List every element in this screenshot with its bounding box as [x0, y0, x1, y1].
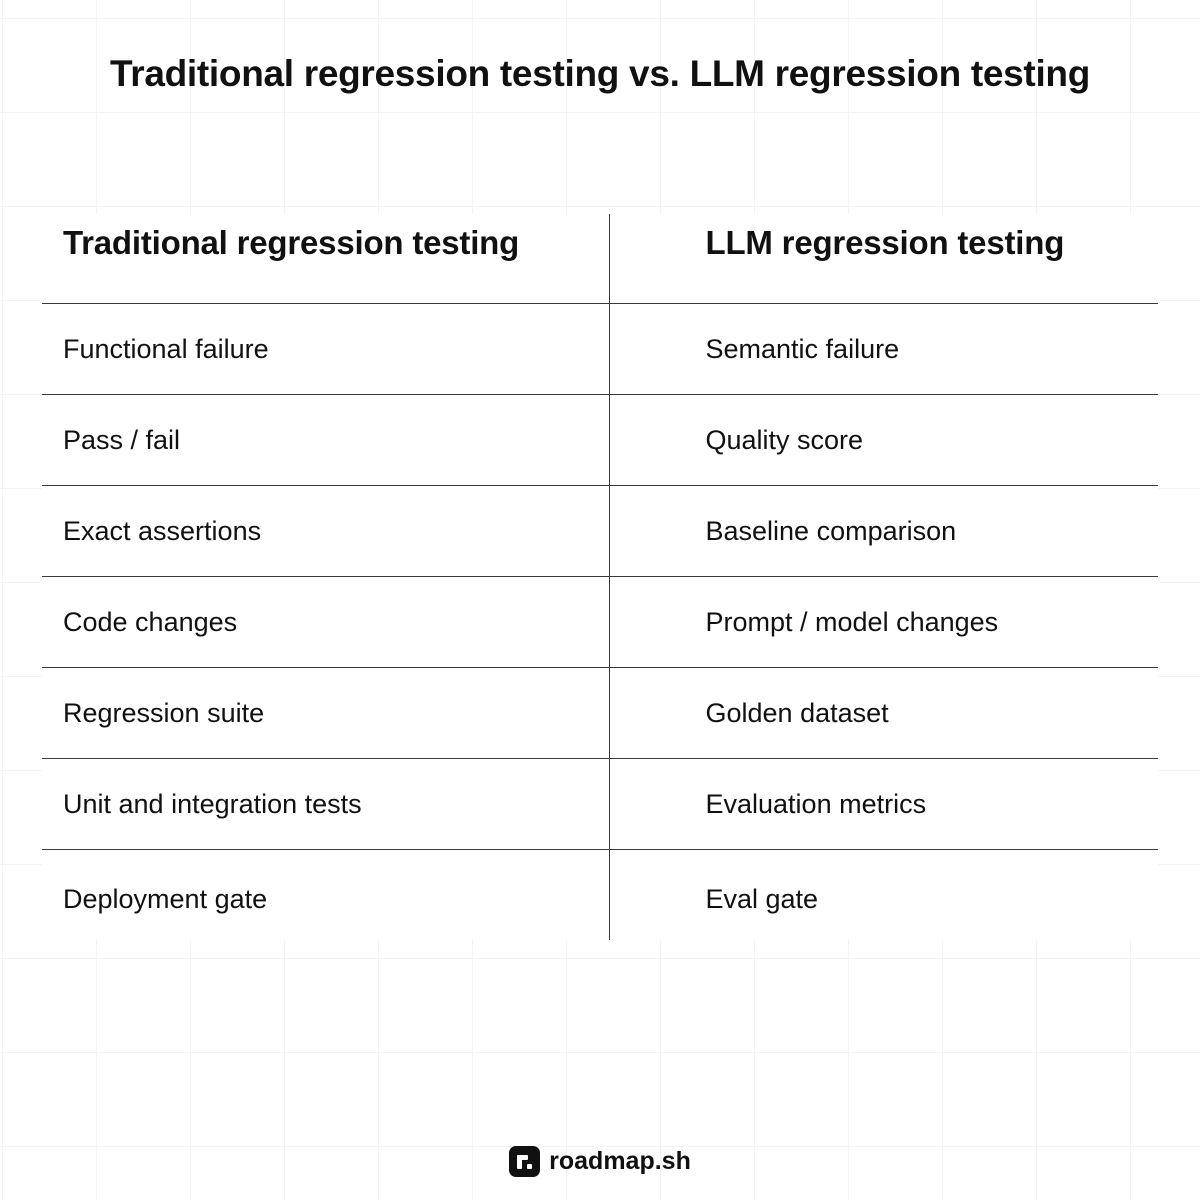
traditional-cell: Deployment gate: [42, 849, 610, 940]
llm-cell: Eval gate: [609, 849, 1158, 940]
llm-cell: Quality score: [609, 394, 1158, 486]
llm-cell: Baseline comparison: [609, 485, 1158, 577]
llm-cell: Semantic failure: [705, 333, 900, 364]
table-row: Unit and integration tests Evaluation me…: [42, 758, 1158, 850]
table-row: Pass / fail Quality score: [42, 394, 1158, 486]
column-header-llm: LLM regression testing: [609, 214, 1158, 304]
traditional-cell: Unit and integration tests: [42, 758, 610, 850]
table-header-row: Traditional regression testing LLM regre…: [42, 214, 1158, 304]
llm-cell: Golden dataset: [609, 667, 1158, 759]
comparison-table: Traditional regression testing LLM regre…: [42, 214, 1158, 940]
llm-cell: Evaluation metrics: [609, 758, 1158, 850]
llm-cell: Prompt / model changes: [609, 576, 1158, 668]
roadmap-logo-icon: [509, 1146, 541, 1177]
traditional-cell: Regression suite: [42, 667, 610, 759]
traditional-cell: Code changes: [42, 576, 610, 668]
traditional-cell: Pass / fail: [42, 394, 610, 486]
brand-name: roadmap.sh: [549, 1147, 691, 1175]
traditional-cell: Functional failure: [42, 303, 610, 395]
table-row: Deployment gate Eval gate: [42, 849, 1158, 940]
column-header-traditional: Traditional regression testing: [42, 214, 610, 304]
traditional-cell: Exact assertions: [42, 485, 610, 577]
brand-footer[interactable]: roadmap.sh: [0, 1146, 1200, 1177]
page-title: Traditional regression testing vs. LLM r…: [109, 53, 1091, 94]
table-row: Exact assertions Baseline comparison: [42, 485, 1158, 577]
table-row: Functional failure Semantic failure: [42, 303, 1158, 395]
table-row: Regression suite Golden dataset: [42, 667, 1158, 759]
table-row: Code changes Prompt / model changes: [42, 576, 1158, 668]
